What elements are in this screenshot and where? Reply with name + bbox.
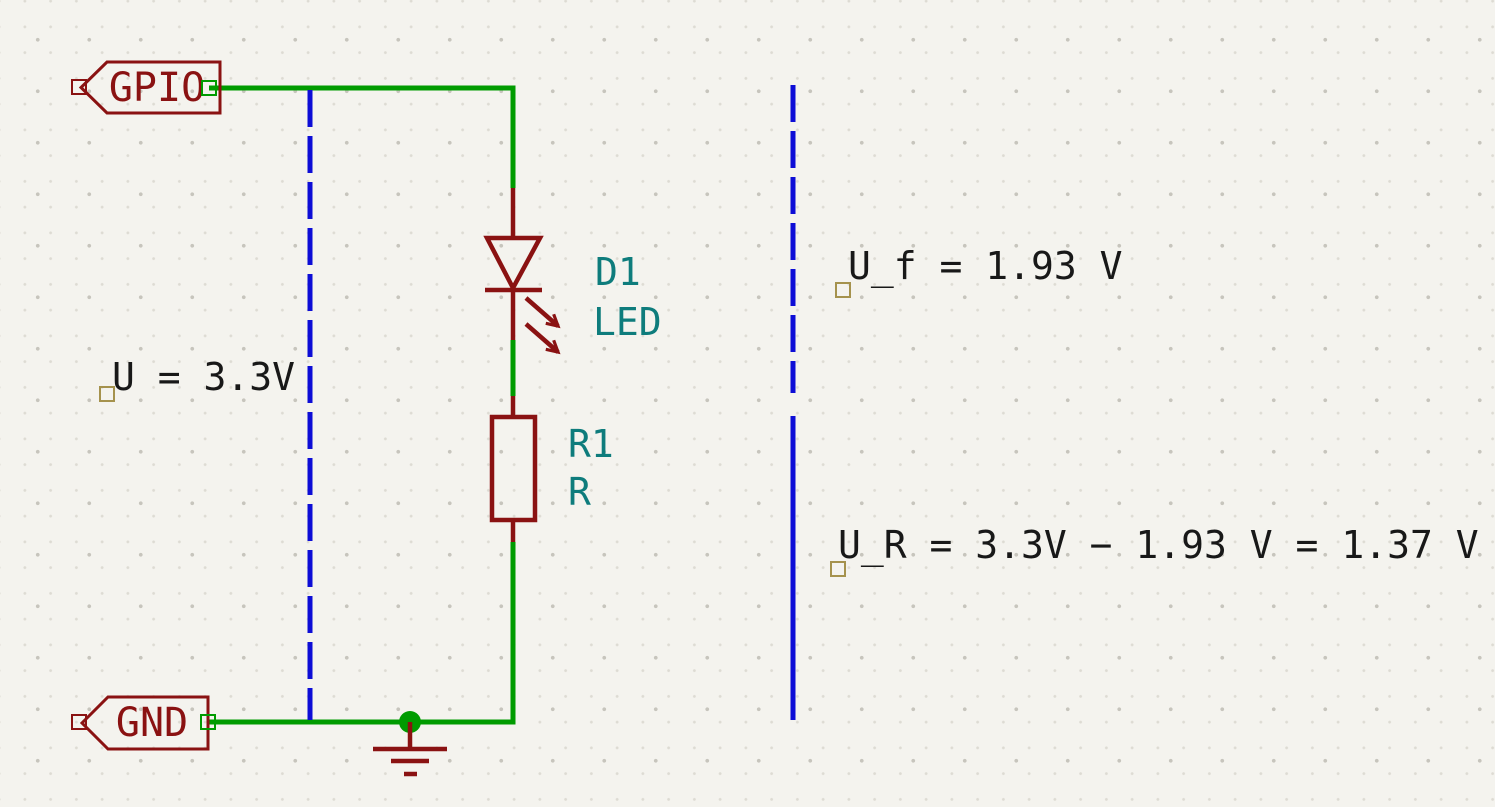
- resistor-body: [489, 414, 538, 523]
- annotation-supply-voltage[interactable]: U = 3.3V: [99, 355, 295, 402]
- text-anchor-icon: [835, 282, 851, 298]
- wire-connection-marker-icon: [200, 714, 216, 730]
- wire-resistor-to-gnd[interactable]: [209, 542, 516, 725]
- hierarchical-label-gnd-text: GND: [116, 700, 188, 746]
- led-symbol[interactable]: D1 LED: [483, 188, 662, 355]
- led-emission-arrow-icon: [524, 296, 561, 329]
- text-anchor-icon: [830, 561, 846, 577]
- hierarchical-label-gpio[interactable]: GPIO: [71, 60, 222, 115]
- annotation-led-forward-voltage-text: U_f = 1.93 V: [848, 244, 1123, 289]
- annotation-led-forward-voltage[interactable]: U_f = 1.93 V: [835, 244, 1123, 298]
- hierarchical-label-gpio-text: GPIO: [109, 65, 205, 111]
- annotation-resistor-voltage[interactable]: U_R = 3.3V − 1.93 V = 1.37 V: [830, 523, 1479, 577]
- hierarchical-label-gnd[interactable]: GND: [71, 695, 216, 751]
- resistor-reference-text[interactable]: R1: [568, 422, 614, 466]
- annotation-supply-voltage-text: U = 3.3V: [112, 355, 295, 399]
- hierarchical-label-gpio-outline: [78, 60, 222, 115]
- unconnected-end-marker-icon: [71, 79, 87, 95]
- hierarchical-label-gnd-outline: [79, 695, 210, 751]
- resistor-symbol[interactable]: R1 R: [489, 396, 614, 542]
- annotation-resistor-voltage-text: U_R = 3.3V − 1.93 V = 1.37 V: [838, 523, 1479, 568]
- unconnected-end-marker-icon: [71, 714, 87, 730]
- ground-symbol[interactable]: [373, 722, 447, 777]
- led-reference-text[interactable]: D1: [595, 250, 641, 294]
- wire-gpio-to-led[interactable]: [209, 85, 516, 188]
- led-value-text[interactable]: LED: [593, 300, 662, 344]
- led-triangle: [483, 235, 544, 293]
- wire-connection-marker-icon: [201, 80, 217, 96]
- resistor-value-text[interactable]: R: [568, 470, 591, 514]
- text-anchor-icon: [99, 386, 115, 402]
- led-emission-arrow-icon: [524, 322, 561, 355]
